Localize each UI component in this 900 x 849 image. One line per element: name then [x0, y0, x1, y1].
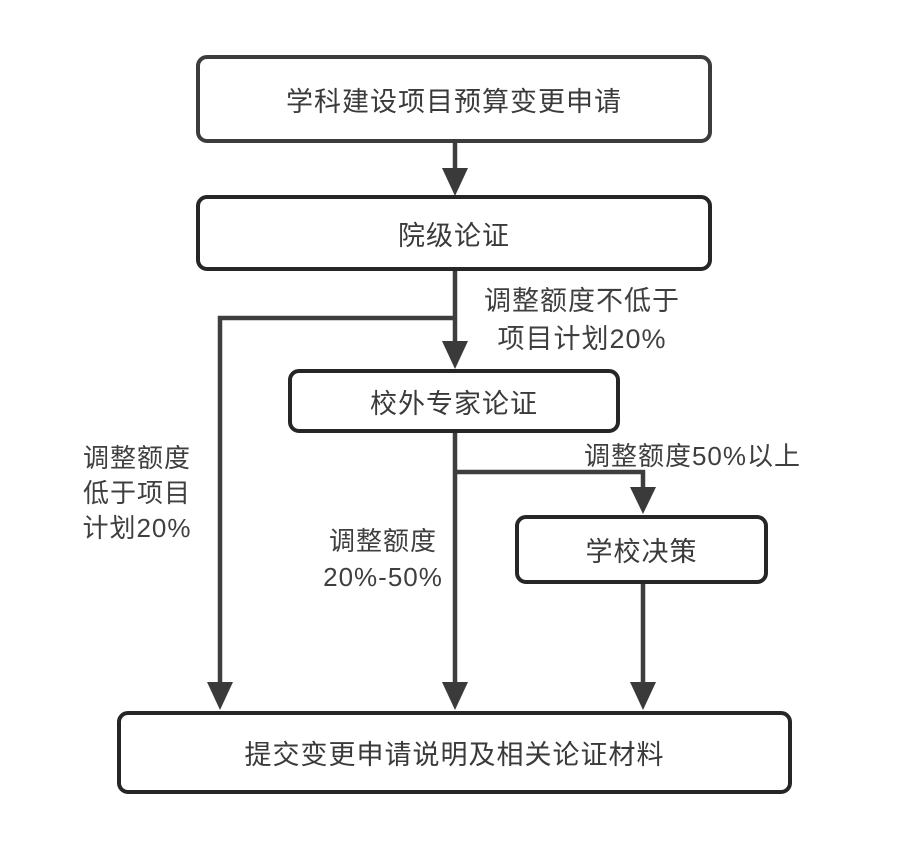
arrow-school-to-submit	[630, 583, 656, 710]
edge-label-below-20pct: 调整额度 低于项目 计划20%	[72, 441, 202, 546]
node-budget-change-application-label: 学科建设项目预算变更申请	[286, 86, 622, 117]
edge-label-not-below-20pct-line2: 项目计划20%	[497, 324, 667, 354]
edge-label-not-below-20pct-line1: 调整额度不低于	[484, 286, 680, 316]
arrow-apply-to-college	[442, 142, 468, 196]
node-submit-materials-label: 提交变更申请说明及相关论证材料	[244, 740, 665, 770]
node-school-decision-label: 学校决策	[585, 537, 698, 567]
node-external-expert-review-label: 校外专家论证	[370, 388, 538, 419]
node-submit-materials: 提交变更申请说明及相关论证材料	[117, 711, 792, 794]
connector-lt20-branch	[207, 315, 455, 710]
node-college-review-label: 院级论证	[398, 220, 510, 251]
arrow-expert-to-submit	[442, 433, 468, 710]
edge-label-not-below-20pct: 调整额度不低于 项目计划20%	[462, 282, 702, 358]
node-college-review: 院级论证	[196, 195, 712, 271]
edge-label-below-20pct-line1: 调整额度	[82, 443, 191, 473]
arrow-college-to-expert	[442, 270, 468, 369]
edge-label-20-50pct-line1: 调整额度	[328, 526, 437, 556]
edge-label-20-50pct-line2: 20%-50%	[323, 562, 443, 592]
edge-label-above-50pct-line1: 调整额度50%以上	[583, 441, 802, 471]
edge-label-20-50pct: 调整额度 20%-50%	[314, 523, 452, 595]
edge-label-above-50pct: 调整额度50%以上	[575, 441, 810, 471]
connector-gt50-branch	[455, 469, 656, 514]
edge-label-below-20pct-line3: 计划20%	[82, 513, 192, 543]
edge-label-below-20pct-line2: 低于项目	[82, 478, 191, 508]
node-school-decision: 学校决策	[515, 515, 768, 584]
node-external-expert-review: 校外专家论证	[288, 369, 620, 433]
node-budget-change-application: 学科建设项目预算变更申请	[196, 55, 712, 143]
